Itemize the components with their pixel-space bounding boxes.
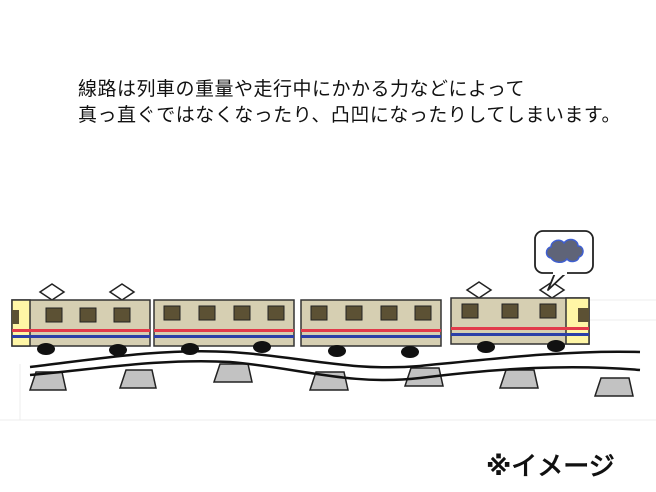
sleeper (593, 377, 634, 397)
rail-lower (29, 359, 641, 382)
train-car-3 (300, 299, 442, 358)
image-note: ※イメージ (486, 452, 615, 482)
pantograph-icon (38, 283, 66, 301)
train-car-2 (153, 299, 295, 355)
gloomy-cloud-icon (545, 238, 584, 263)
pantograph-icon (538, 281, 566, 299)
rail-upper (29, 349, 641, 369)
thought-bubble-icon (534, 230, 594, 291)
pantograph-icon (108, 283, 136, 301)
caption: 線路は列車の重量や走行中にかかる力などによって 真っ直ぐではなくなったり、凸凹に… (78, 76, 621, 128)
train-car-1 (11, 283, 151, 356)
sleeper (118, 369, 157, 389)
sleeper (498, 369, 539, 389)
sleeper (212, 363, 253, 383)
train-car-4 (450, 281, 590, 353)
caption-line-1: 線路は列車の重量や走行中にかかる力などによって (78, 78, 525, 100)
caption-line-2: 真っ直ぐではなくなったり、凸凹になったりしてしまいます。 (78, 104, 621, 126)
pantograph-icon (465, 281, 493, 299)
